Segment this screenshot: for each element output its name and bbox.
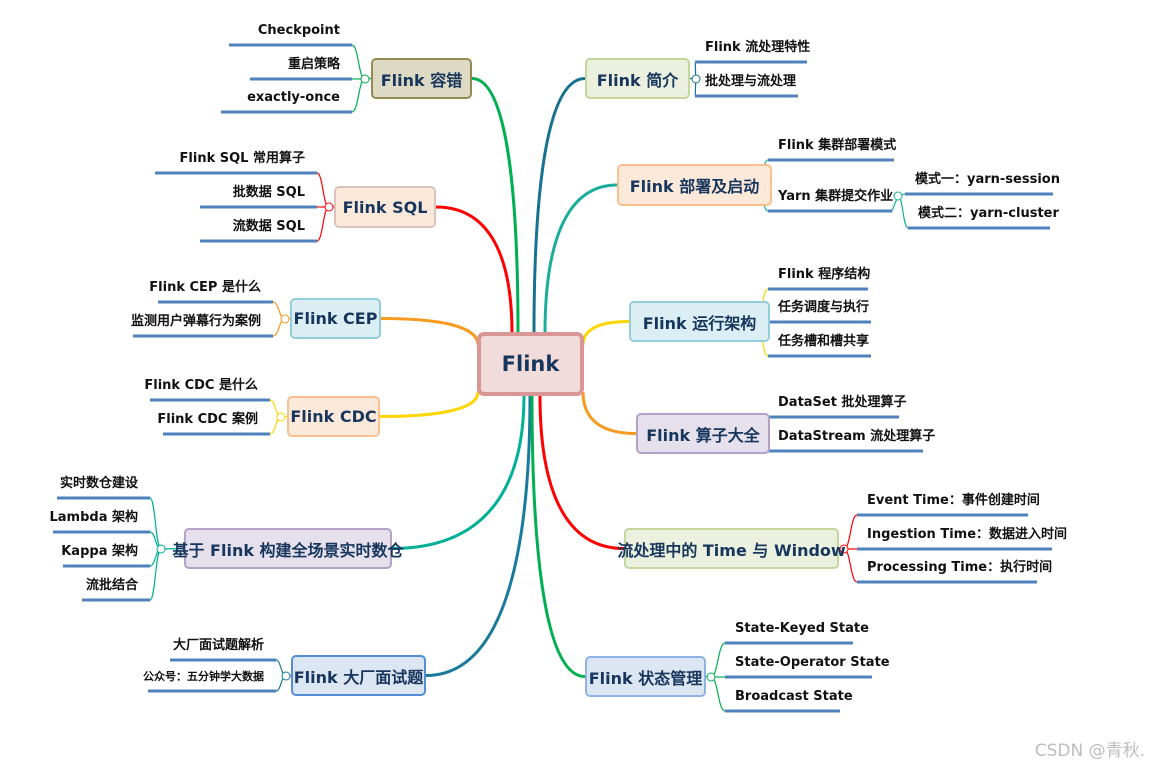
branch-2-child-topic[interactable]: Flink CEP 是什么 [149, 280, 261, 295]
branch-5-child-topic[interactable]: 公众号：五分钟学大数据 [143, 670, 264, 683]
branch-0-child-connector [351, 78, 366, 113]
branch-6-child-topic[interactable]: Flink 流处理特性 [705, 40, 811, 55]
branch-1-child-topic[interactable]: 流数据 SQL [232, 219, 305, 234]
branch-5-node[interactable]: Flink 大厂面试题 [291, 655, 426, 696]
branch-1-link [435, 205, 514, 334]
branch-0-child-connector [351, 44, 366, 80]
branch-2-child-collapse-toggle-icon[interactable] [280, 314, 290, 324]
root-node[interactable]: Flink [477, 332, 584, 396]
branch-7-grandchild-topic[interactable]: 模式二：yarn-cluster [918, 206, 1059, 221]
branch-3-child-topic[interactable]: Flink CDC 是什么 [144, 378, 258, 393]
branch-11-child-collapse-toggle-icon[interactable] [706, 672, 716, 682]
branch-5-child-topic[interactable]: 大厂面试题解析 [172, 638, 264, 653]
branch-7-child-topic[interactable]: Yarn 集群提交作业 [778, 189, 894, 204]
branch-3-link [379, 391, 480, 418]
branch-11-node[interactable]: Flink 状态管理 [585, 656, 706, 697]
branch-0-child-topic[interactable]: 重启策略 [287, 57, 340, 72]
branch-4-node[interactable]: 基于 Flink 构建全场景实时数仓 [172, 528, 404, 569]
branch-7-grandchild-connector [897, 195, 909, 229]
branch-6-child-collapse-toggle-icon[interactable] [691, 74, 701, 84]
branch-10-child-collapse-toggle-icon[interactable] [839, 544, 849, 554]
branch-8-link [581, 320, 630, 346]
branch-2-child-topic[interactable]: 监测用户弹幕行为案例 [130, 314, 261, 329]
branch-4-child-collapse-toggle-icon[interactable] [156, 544, 166, 554]
branch-5-child-collapse-toggle-icon[interactable] [281, 671, 291, 681]
branch-3-child-topic[interactable]: Flink CDC 案例 [157, 412, 258, 427]
branch-1-child-topic[interactable]: Flink SQL 常用算子 [179, 151, 305, 166]
branch-11-child-topic[interactable]: State-Operator State [735, 655, 890, 670]
branch-3-child-collapse-toggle-icon[interactable] [276, 412, 286, 422]
branch-9-node[interactable]: Flink 算子大全 [636, 413, 770, 454]
branch-8-child-topic[interactable]: Flink 程序结构 [778, 267, 871, 282]
branch-10-link [538, 395, 625, 550]
branch-1-child-topic[interactable]: 批数据 SQL [232, 185, 305, 200]
branch-7-link [543, 183, 618, 334]
branch-0-child-topic[interactable]: Checkpoint [257, 23, 340, 38]
branch-7-grandchild-collapse-toggle-icon[interactable] [893, 191, 903, 201]
branch-8-child-topic[interactable]: 任务调度与执行 [778, 300, 870, 315]
branch-0-node[interactable]: Flink 容错 [371, 58, 472, 99]
branch-10-child-topic[interactable]: Processing Time：执行时间 [867, 560, 1053, 575]
branch-1-node[interactable]: Flink SQL [334, 186, 436, 228]
branch-8-node[interactable]: Flink 运行架构 [629, 301, 770, 342]
branch-5-link [425, 395, 532, 677]
branch-2-node[interactable]: Flink CEP [290, 298, 381, 339]
branch-1-child-collapse-toggle-icon[interactable] [324, 202, 334, 212]
branch-11-link [530, 395, 586, 678]
branch-4-child-topic[interactable]: Kappa 架构 [61, 544, 138, 559]
branch-11-child-topic[interactable]: Broadcast State [735, 689, 853, 704]
branch-11-child-topic[interactable]: State-Keyed State [735, 621, 869, 636]
branch-9-link [581, 391, 637, 435]
branch-7-child-topic[interactable]: Flink 集群部署模式 [778, 138, 897, 153]
branch-0-child-collapse-toggle-icon[interactable] [360, 74, 370, 84]
branch-11-child-connector [710, 676, 726, 712]
branch-0-child-topic[interactable]: exactly-once [247, 90, 340, 105]
branch-4-child-topic[interactable]: 实时数仓建设 [59, 476, 138, 491]
branch-6-link [532, 77, 586, 334]
branch-6-node[interactable]: Flink 简介 [585, 58, 690, 99]
branch-11-child-connector [710, 642, 726, 678]
branch-10-child-topic[interactable]: Ingestion Time：数据进入时间 [867, 527, 1068, 542]
branch-4-child-topic[interactable]: 流批结合 [85, 578, 138, 593]
watermark: CSDN @青秋. [1034, 741, 1145, 761]
branch-10-child-topic[interactable]: Event Time：事件创建时间 [867, 493, 1040, 508]
branch-7-grandchild-topic[interactable]: 模式一：yarn-session [915, 172, 1060, 187]
branch-6-child-topic[interactable]: 批处理与流处理 [705, 74, 797, 89]
branch-8-child-topic[interactable]: 任务槽和槽共享 [778, 334, 870, 349]
branch-9-child-topic[interactable]: DataStream 流处理算子 [778, 429, 936, 444]
branch-4-link [391, 395, 526, 550]
branch-1-child-connector [316, 206, 330, 242]
branch-1-child-connector [316, 172, 330, 208]
branch-7-node[interactable]: Flink 部署及启动 [617, 164, 772, 206]
branch-2-link [380, 317, 480, 346]
branch-0-link [471, 77, 520, 334]
branch-3-node[interactable]: Flink CDC [287, 396, 380, 437]
branch-10-node[interactable]: 流处理中的 Time 与 Window [617, 528, 846, 569]
branch-9-child-topic[interactable]: DataSet 批处理算子 [778, 395, 907, 410]
branch-4-child-topic[interactable]: Lambda 架构 [49, 510, 138, 525]
